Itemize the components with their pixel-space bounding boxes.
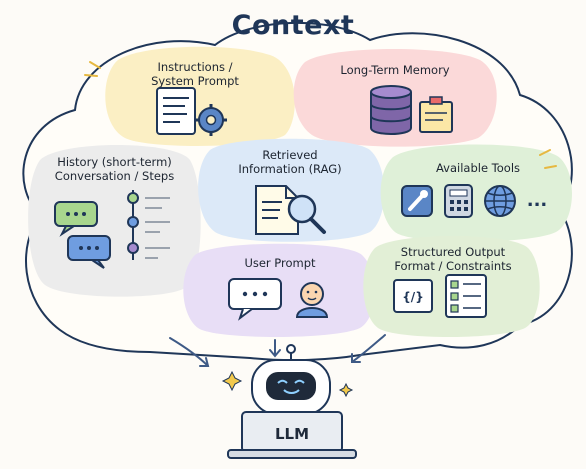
sparkle-marks (84, 61, 557, 169)
code-format-icon: {/} (393, 279, 433, 313)
more-tools-ellipsis: ... (527, 190, 548, 211)
memory-label: Long-Term Memory (340, 63, 450, 77)
structured-label: Structured Output Format / Constraints (394, 245, 512, 273)
database-icon (370, 85, 412, 135)
calculator-icon (444, 184, 473, 218)
globe-icon (484, 185, 516, 217)
wrench-icon (401, 185, 433, 217)
document-gear-icon (156, 87, 227, 136)
diagram-title: Context (231, 10, 355, 41)
checklist-icon (445, 274, 487, 318)
history-label: History (short-term) Conversation / Step… (54, 155, 175, 183)
chat-bubbles-icon (54, 201, 111, 269)
robot-llm-icon: LLM (227, 344, 357, 459)
sticky-note-icon (419, 96, 453, 133)
user-avatar-icon (295, 282, 329, 318)
rag-label: Retrieved Information (RAG) (238, 148, 342, 176)
instructions-blob (105, 46, 295, 146)
timeline-icon (127, 190, 170, 260)
user-prompt-label: User Prompt (244, 256, 316, 270)
format-glyph: {/} (402, 290, 423, 304)
flow-arrows (169, 334, 386, 367)
speech-bubble-icon (228, 278, 282, 321)
instructions-label: Instructions / System Prompt (151, 60, 239, 88)
tools-label: Available Tools (435, 161, 521, 175)
document-search-icon (255, 185, 326, 235)
sparkle-icons (221, 370, 354, 398)
llm-label: LLM (275, 425, 309, 443)
tools-blob (380, 144, 572, 242)
